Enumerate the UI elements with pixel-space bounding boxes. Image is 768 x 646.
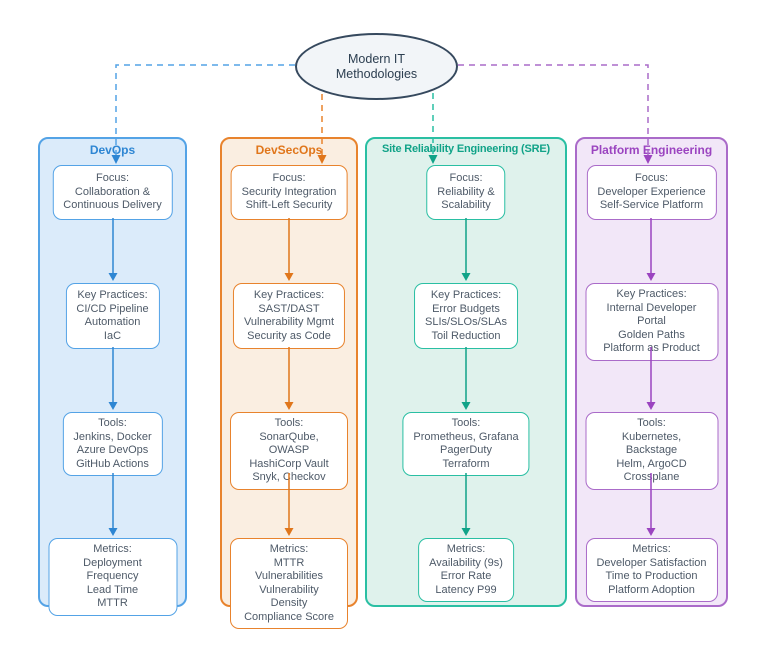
node-devops-metrics: Metrics: Deployment Frequency Lead Time …	[48, 538, 177, 616]
column-platform-title: Platform Engineering	[590, 143, 713, 157]
node-devsecops-key-practices: Key Practices: SAST/DAST Vulnerability M…	[232, 283, 346, 349]
node-platform-tools: Tools: Kubernetes, Backstage Helm, ArgoC…	[585, 412, 718, 490]
column-devsecops: DevSecOps Focus: Security Integration Sh…	[220, 137, 358, 629]
node-devsecops-metrics: Metrics: MTTR Vulnerabilities Vulnerabil…	[230, 538, 348, 629]
column-sre: Site Reliability Engineering (SRE) Focus…	[365, 137, 567, 607]
node-devops-tools: Tools: Jenkins, Docker Azure DevOps GitH…	[62, 412, 163, 476]
root-label: Modern IT Methodologies	[335, 51, 418, 81]
column-devops-title: DevOps	[89, 143, 136, 157]
node-devsecops-focus: Focus: Security Integration Shift-Left S…	[230, 165, 348, 220]
node-sre-focus: Focus: Reliability & Scalability	[426, 165, 506, 220]
node-devops-focus: Focus: Collaboration & Continuous Delive…	[52, 165, 173, 220]
node-platform-key-practices: Key Practices: Internal Developer Portal…	[585, 283, 718, 361]
node-platform-focus: Focus: Developer Experience Self-Service…	[586, 165, 717, 220]
column-devsecops-title: DevSecOps	[255, 143, 323, 157]
node-platform-metrics: Metrics: Developer Satisfaction Time to …	[585, 538, 718, 602]
column-sre-title: Site Reliability Engineering (SRE)	[381, 143, 550, 155]
column-devops: DevOps Focus: Collaboration & Continuous…	[38, 137, 187, 616]
node-sre-metrics: Metrics: Availability (9s) Error Rate La…	[418, 538, 514, 602]
column-platform: Platform Engineering Focus: Developer Ex…	[575, 137, 728, 607]
root-node: Modern IT Methodologies	[295, 33, 458, 100]
node-devsecops-tools: Tools: SonarQube, OWASP HashiCorp Vault …	[230, 412, 348, 490]
node-sre-tools: Tools: Prometheus, Grafana PagerDuty Ter…	[402, 412, 530, 476]
node-devops-key-practices: Key Practices: CI/CD Pipeline Automation…	[65, 283, 160, 349]
node-sre-key-practices: Key Practices: Error Budgets SLIs/SLOs/S…	[414, 283, 518, 349]
